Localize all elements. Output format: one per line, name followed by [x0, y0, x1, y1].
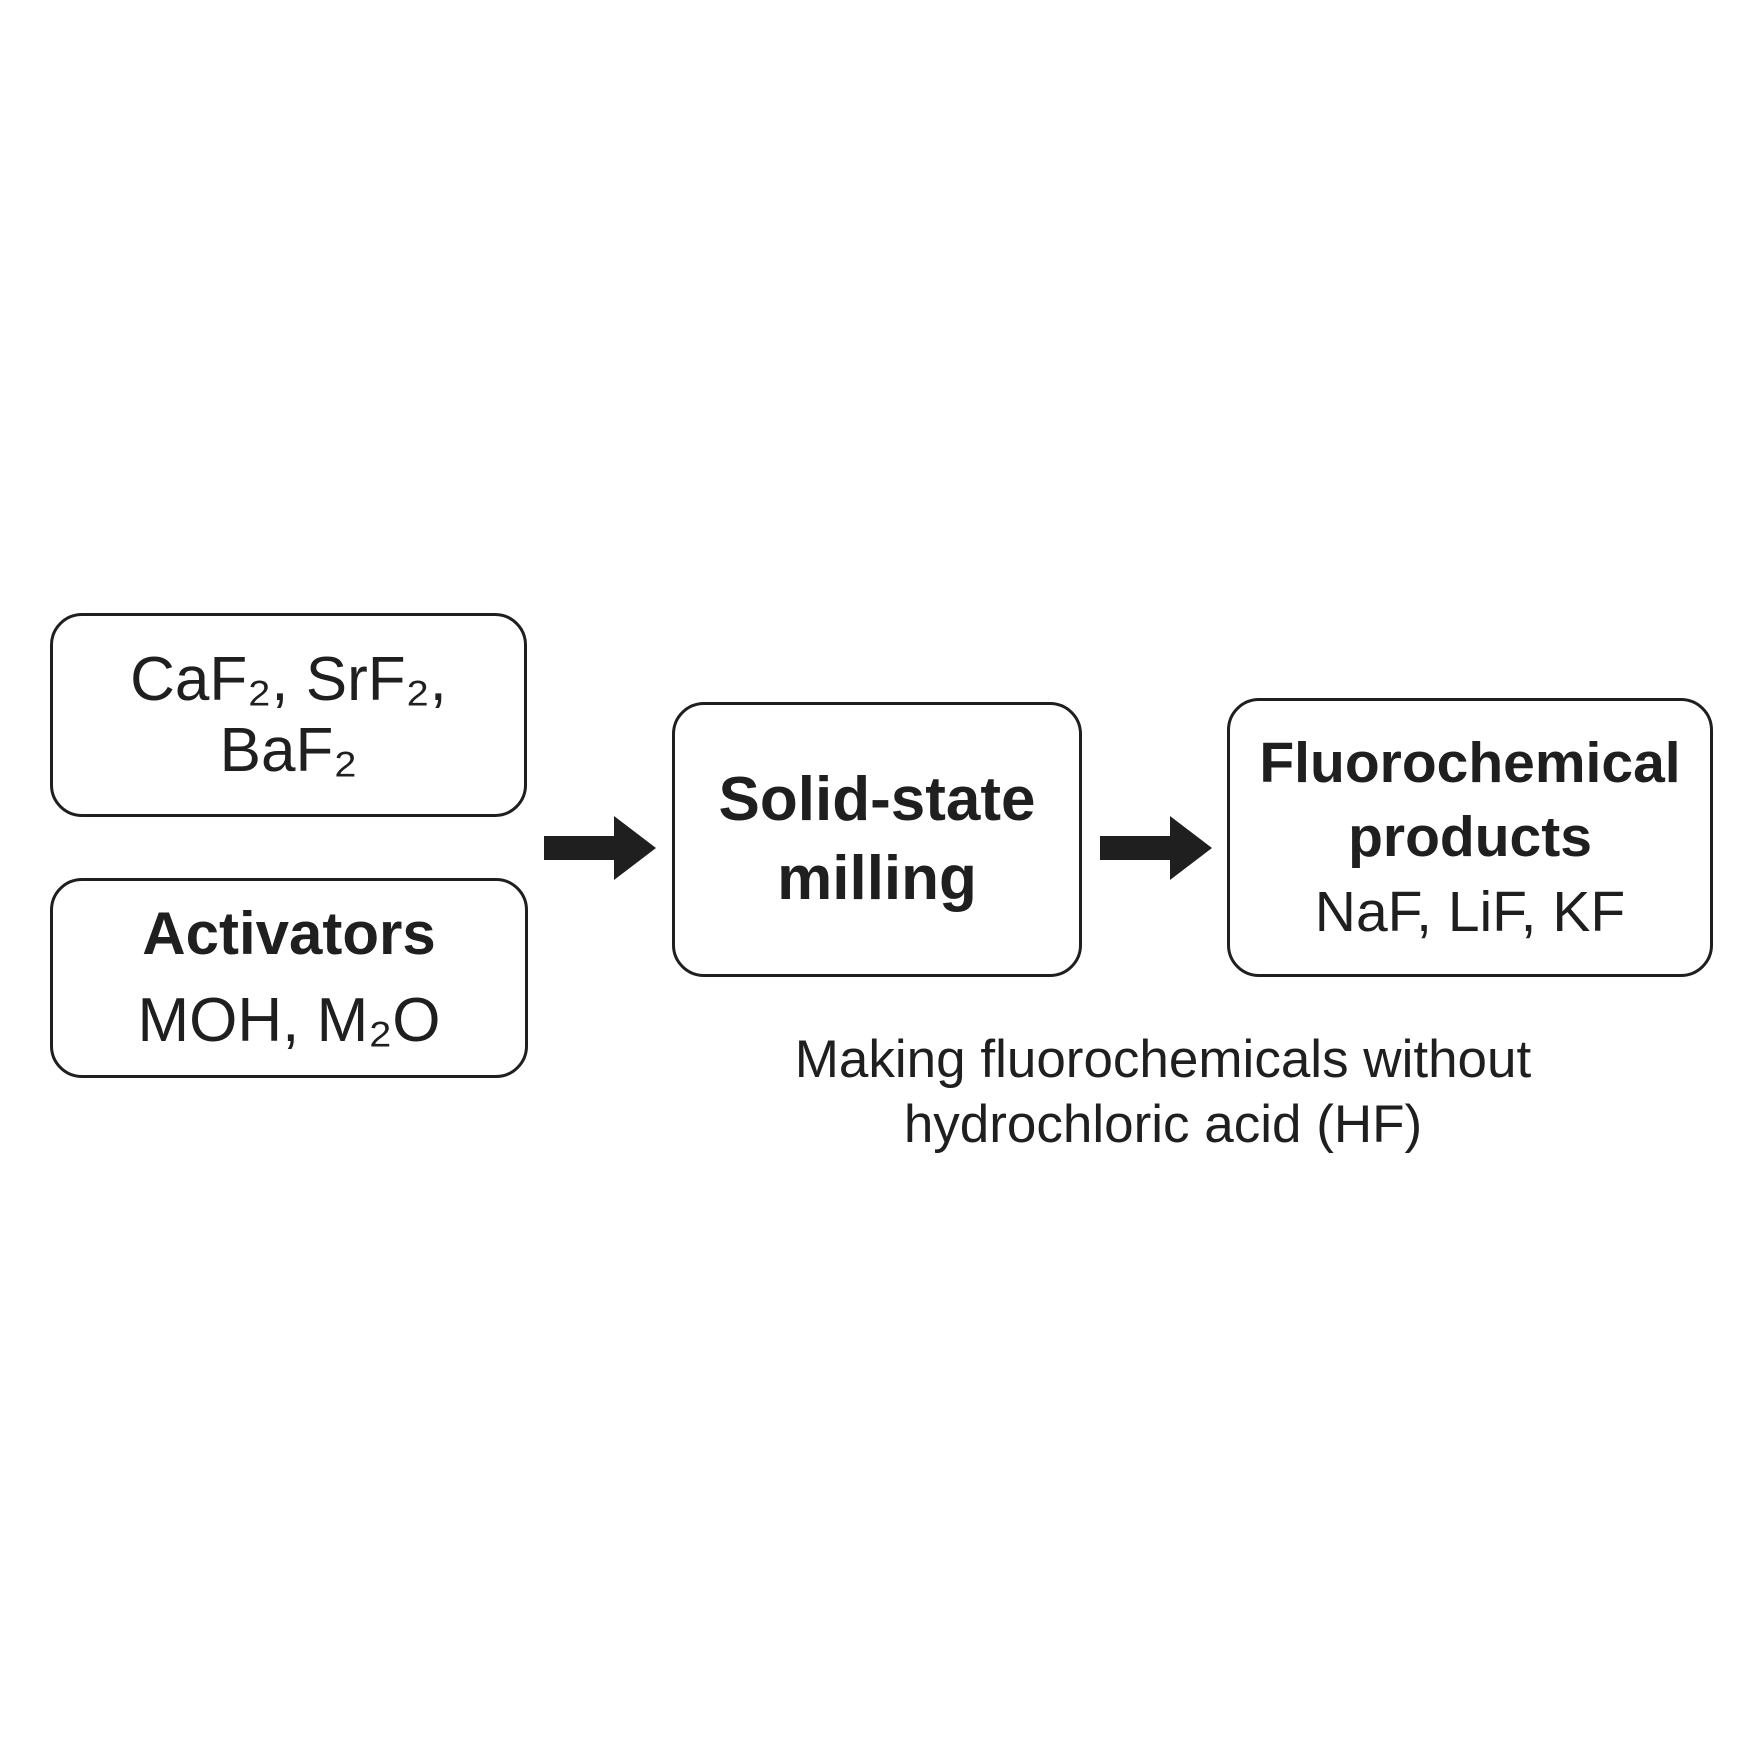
milling-title-line2: milling	[777, 843, 977, 913]
right-arrow-shape	[1100, 816, 1212, 880]
products-formula: NaF, LiF, KF	[1314, 879, 1626, 944]
activators-title: Activators	[142, 900, 436, 968]
caption-line2: hydrochloric acid (HF)	[903, 1094, 1423, 1154]
milling-title-line1: Solid-state	[718, 765, 1036, 835]
fluoride-reactants-label: CaF₂, SrF₂, BaF₂	[130, 645, 447, 785]
right-arrow-icon	[544, 816, 656, 880]
products-title-line2: products	[1348, 805, 1592, 870]
right-arrow-icon	[1100, 816, 1212, 880]
right-arrow-shape	[544, 816, 656, 880]
activators-formula: MOH, M₂O	[137, 985, 441, 1055]
figure-caption: Making fluorochemicals without hydrochlo…	[613, 1028, 1713, 1157]
box-solid-state-milling: Solid-state milling	[672, 702, 1082, 977]
box-fluoride-reactants: CaF₂, SrF₂, BaF₂	[50, 613, 527, 817]
box-fluorochemical-products: Fluorochemical products NaF, LiF, KF	[1227, 698, 1713, 977]
box-activators: Activators MOH, M₂O	[50, 878, 528, 1078]
caption-line1: Making fluorochemicals without	[794, 1030, 1532, 1089]
products-title-line1: Fluorochemical	[1259, 731, 1681, 796]
